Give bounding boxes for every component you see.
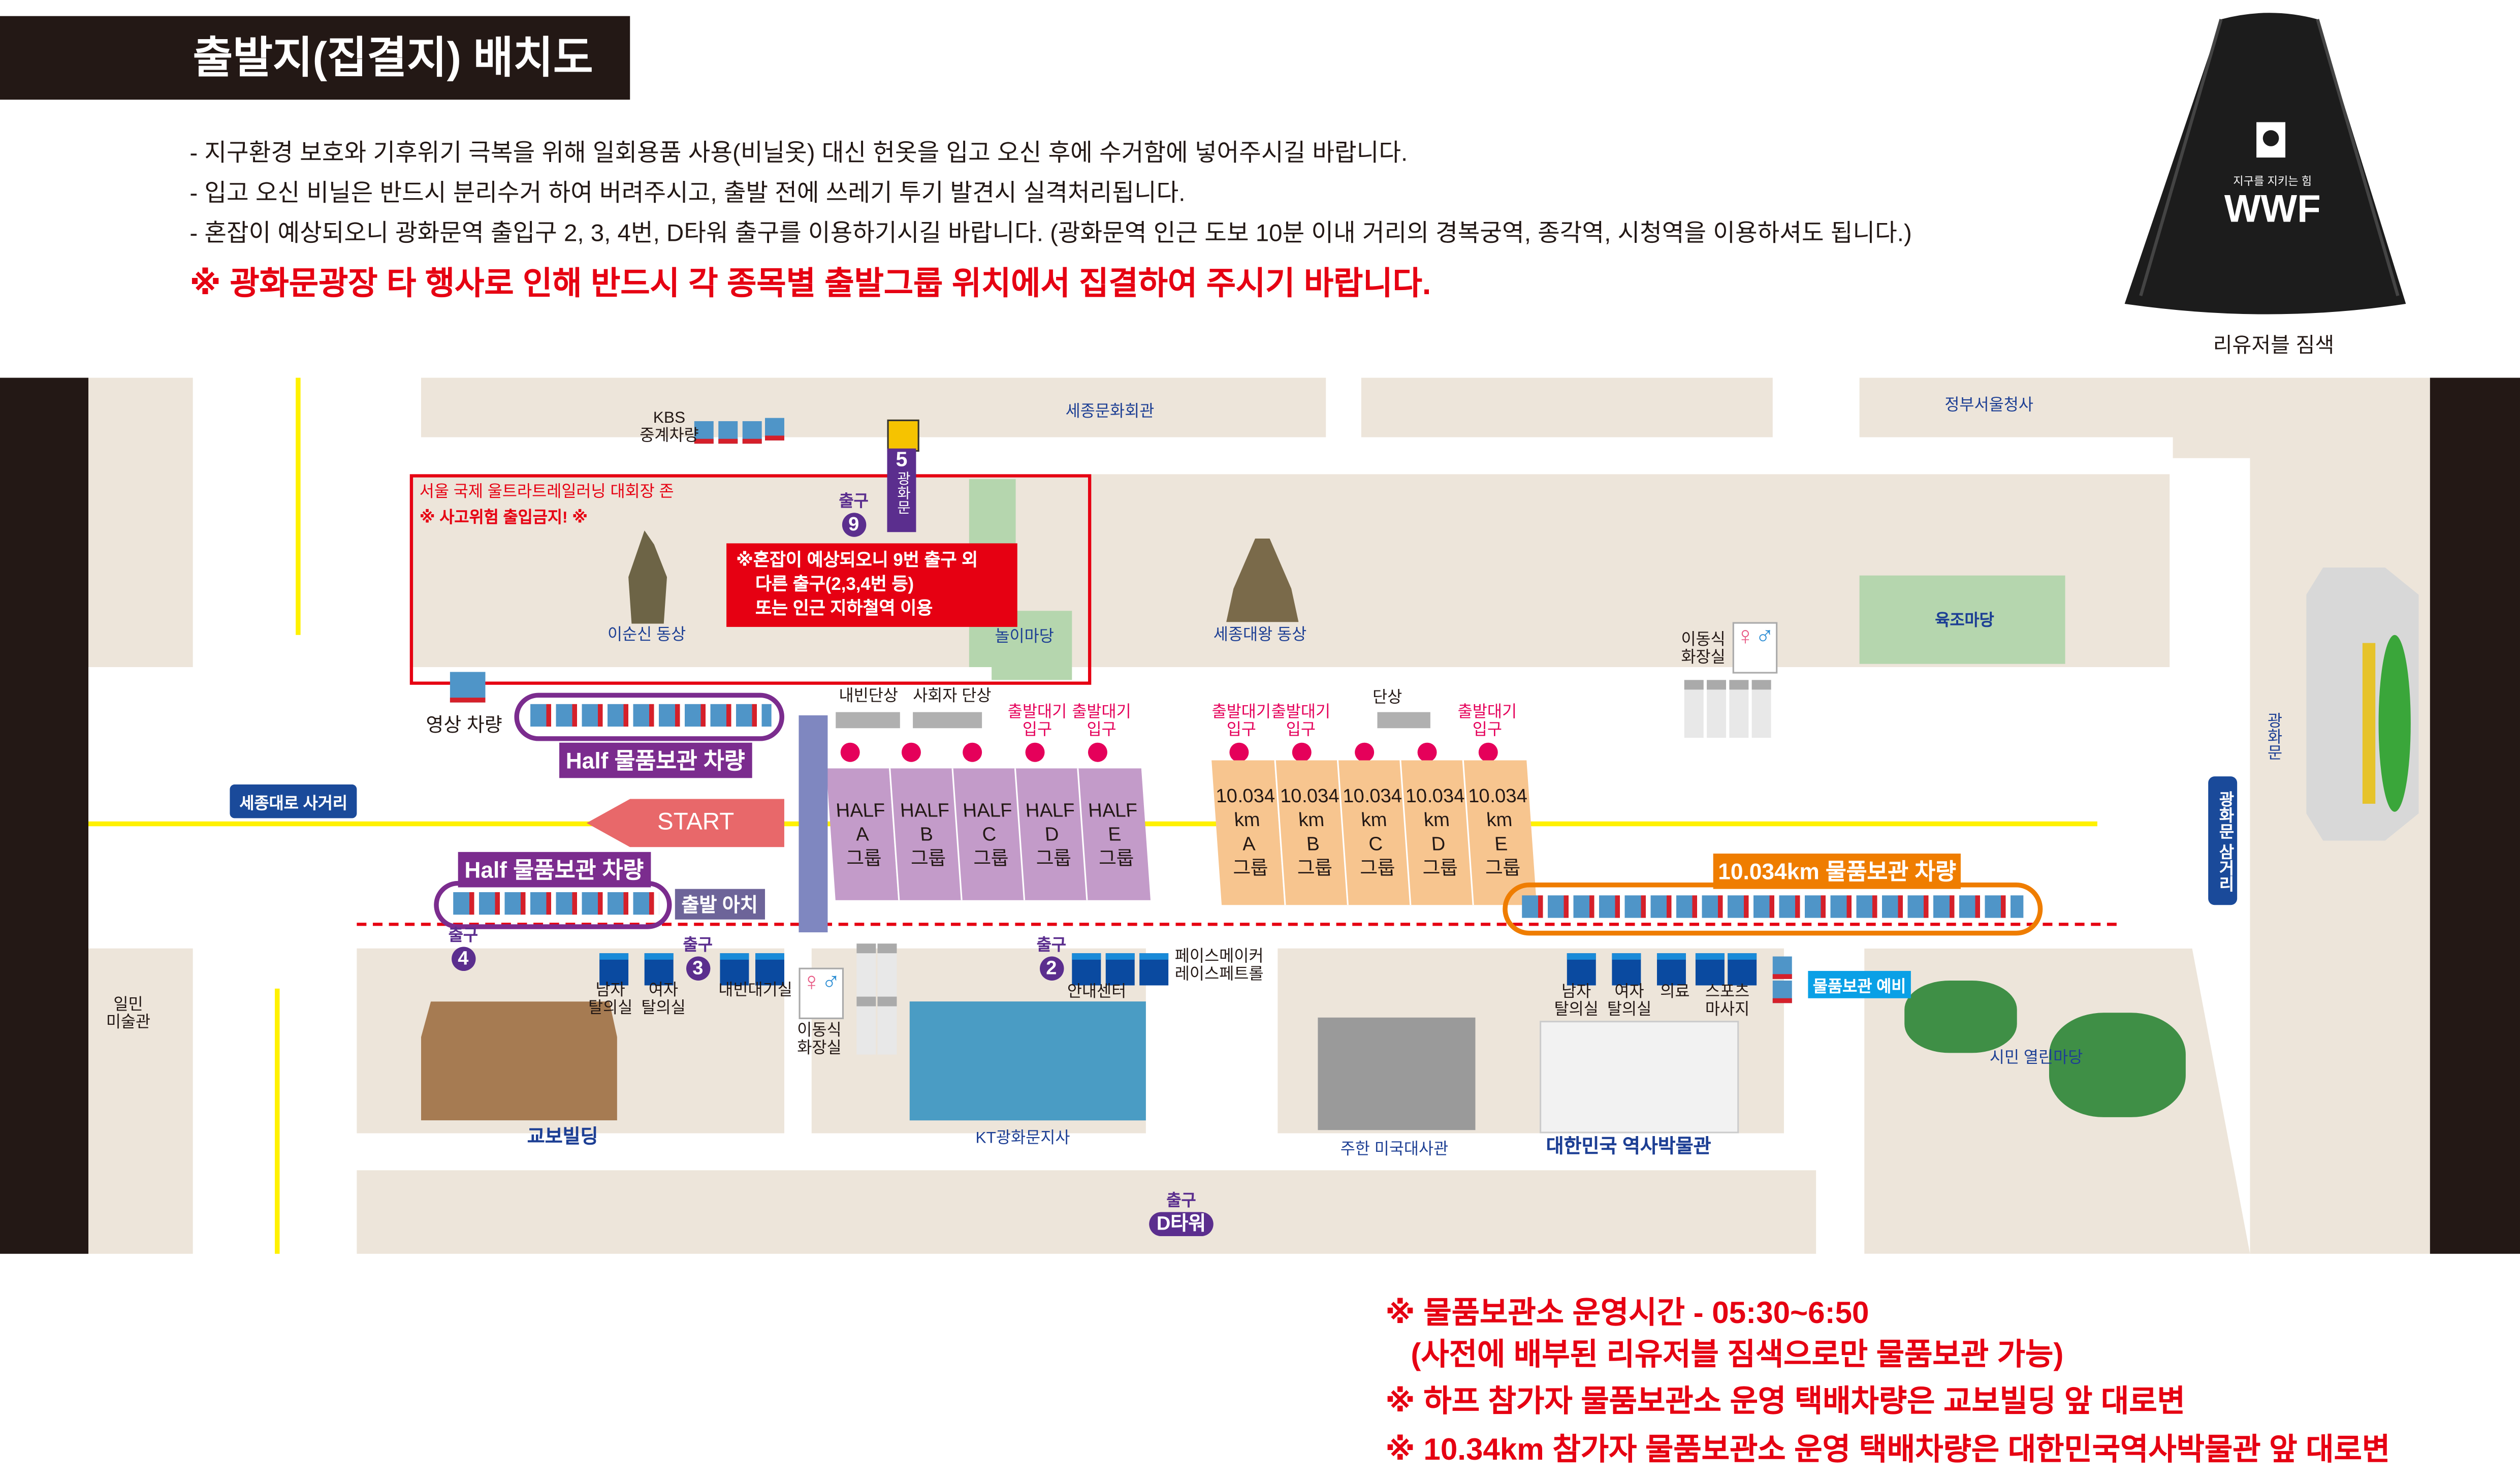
museum-building [1540,1021,1739,1134]
wait-entry-1: 출발대기 입구 [1007,704,1067,740]
note-1: - 지구환경 보호와 기후위기 극복을 위해 일회용품 사용(비닐옷) 대신 헌… [189,140,1408,168]
bottom-note-2: (사전에 배부된 리유저블 짐색으로만 물품보관 가능) [1385,1339,2064,1373]
medical-label: 의료 [1660,984,1690,1002]
female-room-label-2: 여자 탈의실 [1607,984,1652,1019]
half-storage-label-bottom: Half 물품보관 차량 [458,852,650,888]
play-yard-label: 놀이마당 [995,628,1054,646]
female-room-label-1: 여자 탈의실 [641,982,686,1018]
gwanghwamun-intersection: 광화문 삼거리 [2208,776,2238,905]
wait-entry-5: 출발대기 입구 [1457,704,1517,740]
arch-label: 출발 아치 [675,889,764,920]
bottom-note-4: ※ 10.34km 참가자 물품보관소 운영 택배차량은 대한민국역사박물관 앞… [1385,1434,2390,1468]
half-storage-label-top: Half 물품보관 차량 [559,742,752,778]
vip-wait-label: 내빈대기실 [718,982,792,1000]
trees [1904,980,2017,1053]
mc-stage-label: 사회자 단상 [913,688,992,706]
bag-label: 리유저블 짐색 [2213,332,2335,357]
video-car-label: 영상 차량 [426,713,502,737]
massage-label: 스포츠 마사지 [1705,984,1750,1019]
start-arch [799,715,828,933]
yukjo-label: 육조마당 [1935,612,1994,631]
half-storage-area-top [514,693,784,741]
warning-text: ※ 광화문광장 타 행사로 인해 반드시 각 종목별 출발그룹 위치에서 집결하… [189,267,1431,302]
sejong-statue-label: 세종대왕 동상 [1213,626,1307,645]
yi-statue-label: 이순신 동상 [607,626,686,645]
bottom-note-1: ※ 물품보관소 운영시간 - 05:30~6:50 [1385,1297,1869,1331]
start-sign: START [586,799,784,847]
mobile-toilet-label-2: 이동식 화장실 [797,1022,842,1058]
bag-logo-sub: 지구를 지키는 힘 [2233,177,2312,188]
bottom-note-3: ※ 하프 참가자 물품보관소 운영 택배차량은 교보빌딩 앞 대로변 [1385,1386,2185,1420]
kyobo-label: 교보빌딩 [527,1125,598,1148]
stage-label: 단상 [1372,689,1402,708]
venue-map: 육조마당 서울 국제 울트라트레일러닝 대회장 존 ※ 사고위험 출입금지! ※… [0,377,2520,1254]
trees-2 [2049,1013,2186,1117]
zone-warning: ※ 사고위험 출입금지! ※ [419,509,588,527]
storage-spare-label: 물품보관 예비 [1808,970,1911,998]
page-title: 출발지(집결지) 배치도 [0,16,630,100]
male-room-label-2: 남자 탈의실 [1554,984,1599,1019]
kyobo-building [421,1001,617,1121]
male-room-label-1: 남자 탈의실 [588,982,633,1018]
vip-stage-label: 내빈단상 [839,688,899,706]
info-center-label: 안내센터 [1067,984,1127,1002]
ilmin-label: 일민 미술관 [106,996,151,1032]
restroom-icon-2: ♀♂ [799,967,844,1019]
sejong-center-label: 세종문화회관 [1065,403,1155,421]
citizen-yard-label: 시민 열린마당 [1989,1050,2083,1067]
reusable-bag-image: 지구를 지키는 힘 WWF [2109,7,2430,320]
us-embassy-building [1318,1017,1476,1130]
video-truck [450,672,486,703]
note-3: - 혼잡이 예상되오니 광화문역 출입구 2, 3, 4번, D타워 출구를 이… [189,220,1912,248]
wait-entry-3: 출발대기 입구 [1211,704,1271,740]
wait-entry-4: 출발대기 입구 [1271,704,1331,740]
kbs-label: KBS 중계차량 [640,410,699,446]
wait-entry-2: 출발대기 입구 [1072,704,1131,740]
museum-label: 대한민국 역사박물관 [1546,1135,1711,1158]
wwf-logo: WWF [2224,188,2321,232]
restroom-icon: ♀♂ [1732,622,1778,674]
kt-building [909,1001,1146,1121]
gate-label: 광화문 [2262,712,2281,761]
us-embassy-label: 주한 미국대사관 [1340,1141,1449,1159]
zone-title: 서울 국제 울트라트레일러닝 대회장 존 [419,484,674,502]
subway-line-number: 5 [896,447,908,471]
km-storage-label: 10.034km 물품보관 차량 [1713,854,1961,889]
sejongdaero-intersection: 세종대로 사거리 [230,784,357,819]
pacemaker-label: 페이스메이커 레이스페트롤 [1174,948,1264,984]
kt-label: KT광화문지사 [975,1130,1070,1148]
mobile-toilet-label: 이동식 화장실 [1681,632,1726,668]
note-2: - 입고 오신 비닐은 반드시 분리수거 하여 버려주시고, 출발 전에 쓰레기… [189,180,1186,208]
subway-station-name: 광화문 [895,471,911,515]
gov-complex-label: 정부서울청사 [1944,397,2033,415]
